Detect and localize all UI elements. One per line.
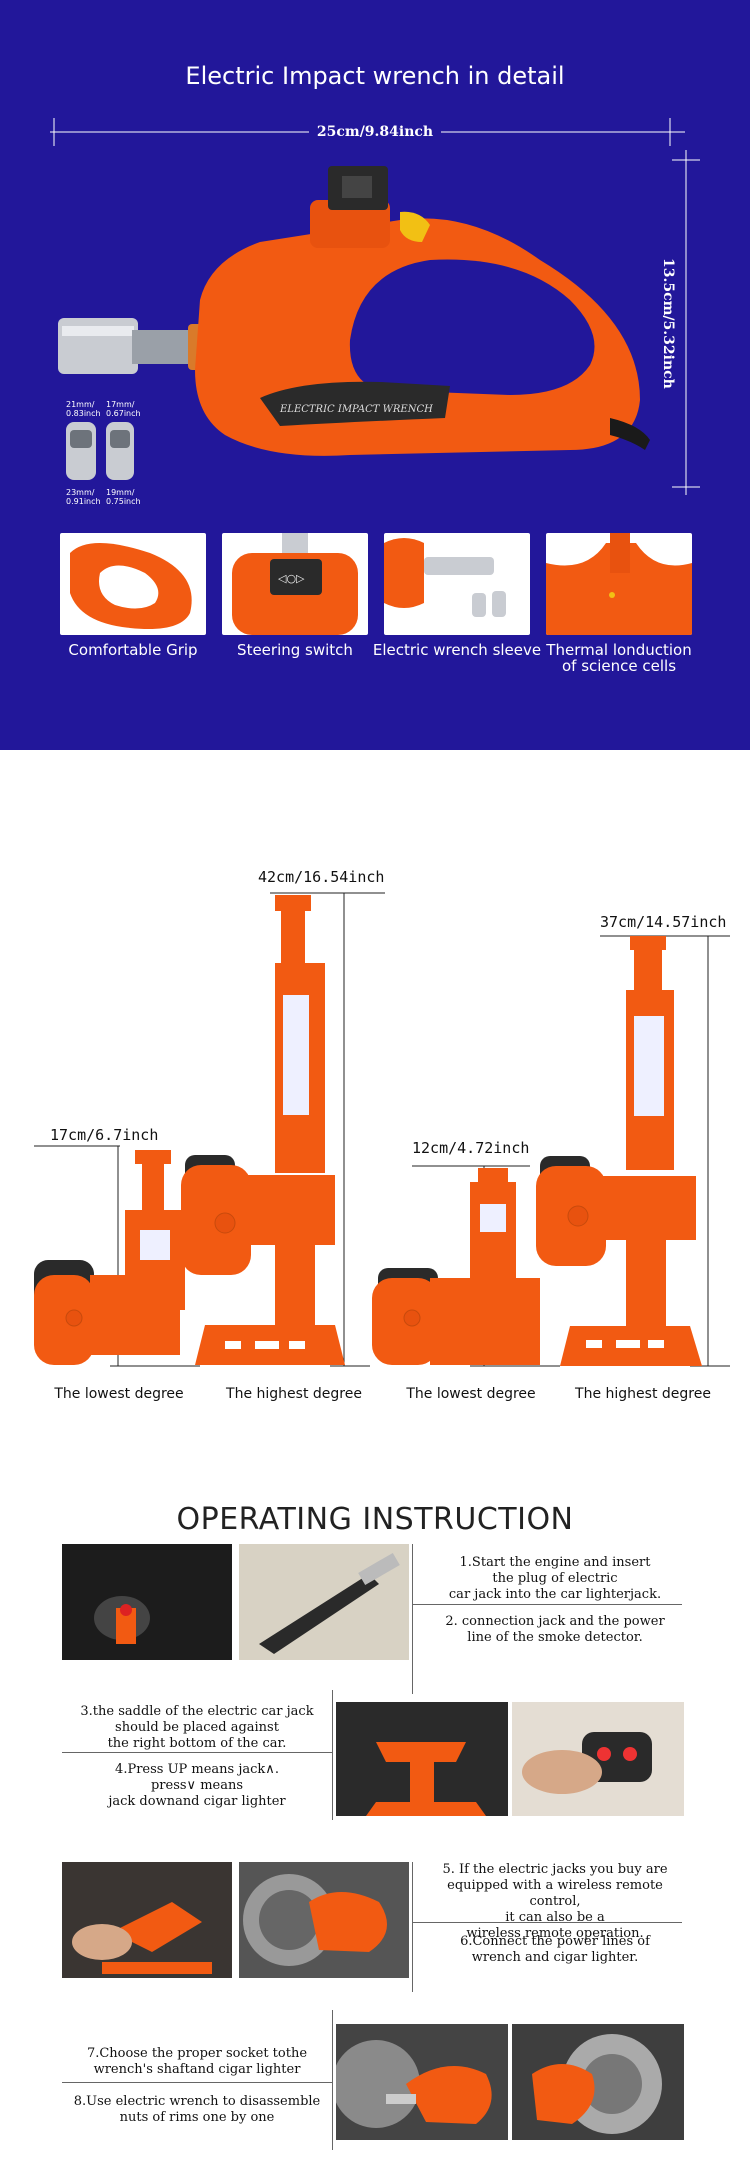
- feature-sleeve-image: [384, 533, 530, 635]
- jack-dimension-label: 12cm/4.72inch: [412, 1139, 530, 1157]
- step-divider: [412, 1604, 682, 1605]
- feature-caption: Electric wrench sleeve: [372, 641, 542, 659]
- socket-size-label: 19mm/ 0.75inch: [106, 488, 141, 506]
- step-photo-remote: [512, 1702, 684, 1816]
- feature-cells-image: [546, 533, 692, 635]
- wrench-brand-text: ELECTRIC IMPACT WRENCH: [279, 404, 433, 415]
- jack-caption: The highest degree: [575, 1386, 711, 1402]
- jack-highest-image: [536, 936, 702, 1366]
- svg-text:◁○▷: ◁○▷: [278, 572, 305, 585]
- step-photo-plug: [239, 1544, 409, 1660]
- step-photo-socket: [336, 2024, 508, 2140]
- step-divider: [62, 2082, 332, 2083]
- jack-height-section: 17cm/6.7inch 42cm/16.54inch 12cm/4.72inc…: [0, 750, 750, 1450]
- step-1-text: 1.Start the engine and insert the plug o…: [448, 1555, 662, 1602]
- step-6-text: 6.Connect the power lines of wrench and …: [460, 1934, 650, 1965]
- socket-size-label: 21mm/ 0.83inch: [66, 400, 101, 418]
- step-photo-jack-under-car: [62, 1862, 232, 1978]
- step-photo-wrench-wheel: [239, 1862, 409, 1978]
- step-4-text: 4.Press UP means jack∧. press∨ means jac…: [108, 1762, 286, 1809]
- step-photo-nuts: [512, 2024, 684, 2140]
- socket-size-label: 23mm/ 0.91inch: [66, 488, 101, 506]
- feature-grip-image: [60, 533, 206, 635]
- step-7-text: 7.Choose the proper socket tothe wrench'…: [86, 2046, 308, 2077]
- jack-caption: The highest degree: [226, 1386, 362, 1402]
- jack-dimension-label: 37cm/14.57inch: [600, 913, 727, 931]
- width-dimension: 25cm/9.84inch: [0, 124, 750, 140]
- jack-dimension-label: 17cm/6.7inch: [50, 1126, 159, 1144]
- jack-dimension-label: 42cm/16.54inch: [258, 868, 385, 886]
- socket-pair-icon: [66, 422, 134, 480]
- step-divider: [412, 1862, 413, 1992]
- step-divider: [412, 1544, 413, 1694]
- operating-instruction-title: OPERATING INSTRUCTION: [176, 1502, 574, 1537]
- feature-caption: Thermal londuction of science cells: [546, 641, 692, 675]
- jack-highest-image: [181, 895, 345, 1365]
- step-photo-saddle: [336, 1702, 508, 1816]
- step-divider: [62, 1752, 332, 1753]
- step-3-text: 3.the saddle of the electric car jack sh…: [80, 1704, 314, 1751]
- step-5-text: 5. If the electric jacks you buy are equ…: [442, 1862, 668, 1941]
- wrench-detail-banner: Electric Impact wrench in detail 25cm/9.…: [0, 0, 750, 750]
- step-divider: [332, 1690, 333, 1820]
- jack-lowest-image: [34, 1150, 185, 1365]
- step-2-text: 2. connection jack and the power line of…: [445, 1614, 665, 1645]
- impact-wrench-image: ELECTRIC IMPACT WRENCH: [58, 166, 650, 456]
- jack-caption: The lowest degree: [406, 1386, 536, 1402]
- socket-size-label: 17mm/ 0.67inch: [106, 400, 141, 418]
- feature-caption: Comfortable Grip: [68, 641, 198, 659]
- jack-lowest-image: [372, 1168, 540, 1365]
- detail-title: Electric Impact wrench in detail: [185, 62, 565, 90]
- feature-switch-image: ◁○▷: [222, 533, 368, 635]
- step-divider: [332, 2010, 333, 2150]
- feature-caption: Steering switch: [237, 641, 353, 659]
- step-photo-lighter: [62, 1544, 232, 1660]
- step-divider: [412, 1922, 682, 1923]
- jack-caption: The lowest degree: [54, 1386, 184, 1402]
- step-8-text: 8.Use electric wrench to disassemble nut…: [73, 2094, 321, 2125]
